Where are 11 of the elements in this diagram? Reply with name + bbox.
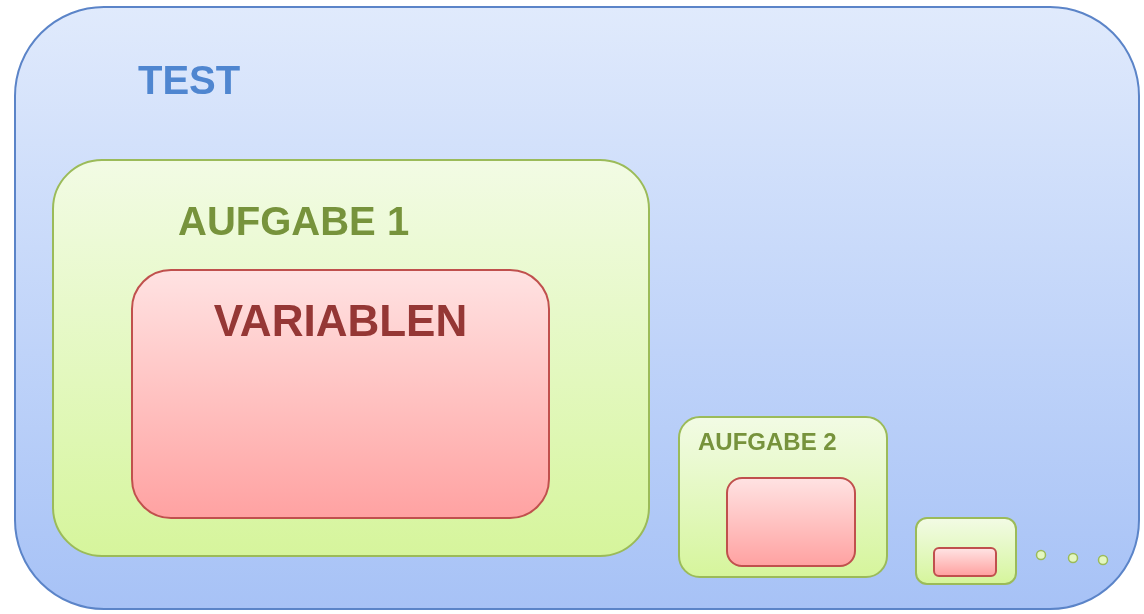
box-title: AUFGABE 2 bbox=[698, 430, 837, 454]
box-title: VARIABLEN bbox=[212, 299, 469, 343]
variables-box bbox=[131, 269, 550, 519]
box-title: TEST bbox=[138, 60, 241, 100]
variables-box bbox=[726, 477, 856, 567]
task-container bbox=[678, 416, 888, 578]
task-container bbox=[915, 517, 1017, 585]
task-container bbox=[52, 159, 650, 557]
box-title: AUFGABE 1 bbox=[178, 201, 410, 241]
variables-box bbox=[933, 547, 997, 577]
test-container bbox=[14, 6, 1140, 610]
